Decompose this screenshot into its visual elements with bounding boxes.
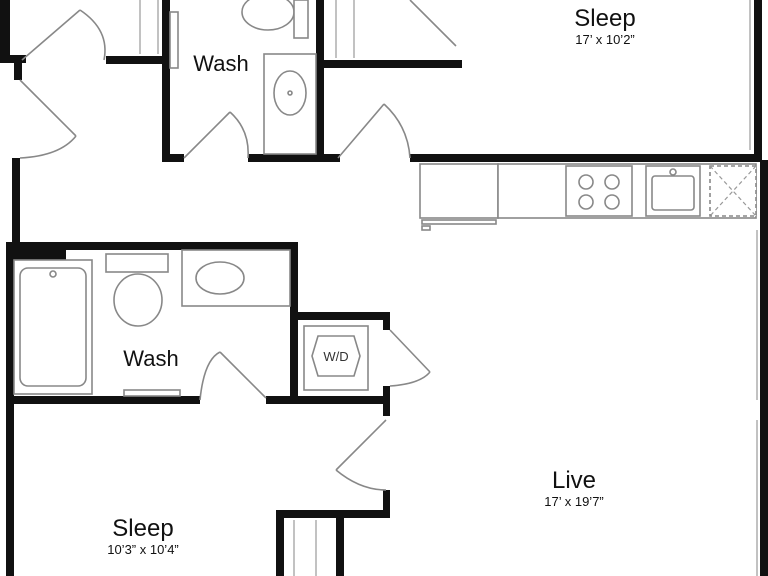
wash-left-label: Wash	[123, 346, 178, 371]
windows	[749, 0, 758, 576]
sleep-top-label: Sleep	[574, 5, 635, 32]
live-label: Live	[552, 467, 596, 494]
sleep-bottom-size: 10’3” x 10’4”	[107, 542, 179, 557]
sleep-top-size: 17’ x 10’2”	[575, 32, 635, 47]
sleep-bottom-label: Sleep	[112, 515, 173, 542]
washer-dryer-label: W/D	[323, 349, 348, 364]
wash-top-label: Wash	[193, 51, 248, 76]
live-size: 17’ x 19’7”	[544, 494, 604, 509]
fixtures	[13, 0, 757, 576]
doors	[19, 0, 457, 491]
